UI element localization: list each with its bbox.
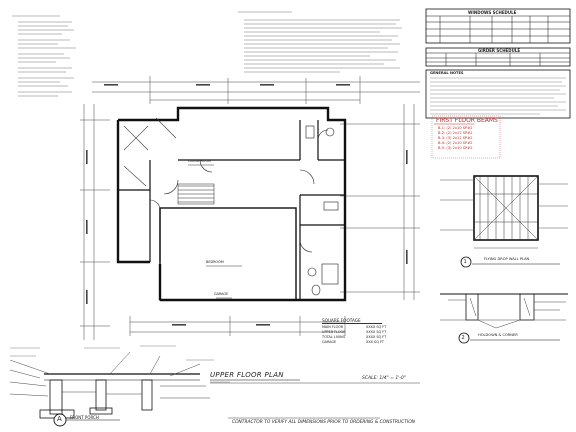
left-notes [12, 15, 76, 97]
beam-line: B-1: (2) 2x10 SP#2 [438, 126, 473, 130]
detail-1-framing [440, 175, 568, 249]
porch-section-detail [9, 345, 230, 419]
plan-scale: SCALE: 1/4" = 1'-0" [362, 376, 406, 381]
beam-legend-box [431, 115, 501, 159]
room-label-bedroom: BEDROOM [206, 260, 224, 264]
detail-1-bubble [460, 256, 472, 268]
front-porch-label: FRONT PORCH [70, 415, 99, 420]
sqft-row: MAIN FLOOR XXXX SQ FT [322, 325, 400, 330]
garage-area [159, 207, 297, 301]
plan-title: UPPER FLOOR PLAN [210, 371, 284, 379]
contractor-note: CONTRACTOR TO VERIFY ALL DIMENSIONS PRIO… [232, 420, 415, 425]
beam-line: B-4: (2) 2x10 SP#2 [438, 141, 473, 145]
square-footage-title: SQUARE FOOTAGE [322, 318, 382, 324]
sqft-row: UPPER FLOOR XXXX SQ FT [322, 330, 400, 335]
schedule-table-mid [425, 47, 571, 67]
detail-1-label: FLYING DROP WALL PLAN [484, 257, 530, 261]
beam-line: B-2: (2) 2x12 SP#2 [438, 131, 473, 135]
schedule-mid-title: GIRDER SCHEDULE [478, 48, 521, 53]
detail-2-number: 2 [461, 334, 465, 341]
schedule-table-top [425, 8, 571, 44]
beams-title: FIRST FLOOR BEAMS [436, 117, 498, 124]
sqft-label: TOTAL LIVING [322, 335, 346, 339]
sqft-label: UPPER FLOOR [322, 330, 346, 334]
sqft-label: MAIN FLOOR [322, 325, 344, 329]
beam-line: B-3: (3) 2x12 SP#2 [438, 136, 473, 140]
room-label-garage: GARAGE [214, 292, 229, 296]
sqft-value: XXXX SQ FT [366, 330, 387, 334]
sqft-label: GARAGE [322, 340, 337, 344]
floor-plan [80, 76, 420, 340]
general-notes-box [425, 69, 571, 125]
room-label-living: LIVING ROOM [188, 159, 212, 163]
detail-1-number: 1 [463, 258, 467, 265]
center-notes [238, 11, 402, 73]
beam-line: B-5: (3) 2x10 SP#2 [438, 146, 473, 150]
sqft-row: GARAGE XXX SQ FT [322, 340, 400, 345]
sqft-value: XXXX SQ FT [366, 325, 387, 329]
detail-2-bubble [458, 332, 470, 344]
square-footage-table: SQUARE FOOTAGE MAIN FLOOR XXXX SQ FT UPP… [322, 318, 400, 345]
sqft-value: XXX SQ FT [366, 340, 384, 344]
general-notes-title: GENERAL NOTES [430, 71, 464, 75]
section-marker-letter: A [57, 415, 62, 423]
detail-2-section [440, 293, 568, 329]
sqft-row: TOTAL LIVING XXXX SQ FT [322, 335, 400, 340]
sqft-value: XXXX SQ FT [366, 335, 387, 339]
beams-list: B-1: (2) 2x10 SP#2 B-2: (2) 2x12 SP#2 B-… [438, 126, 473, 151]
detail-2-label: HOLDOWN & CORNER [478, 333, 518, 337]
schedule-top-title: WINDOWS SCHEDULE [468, 10, 517, 15]
